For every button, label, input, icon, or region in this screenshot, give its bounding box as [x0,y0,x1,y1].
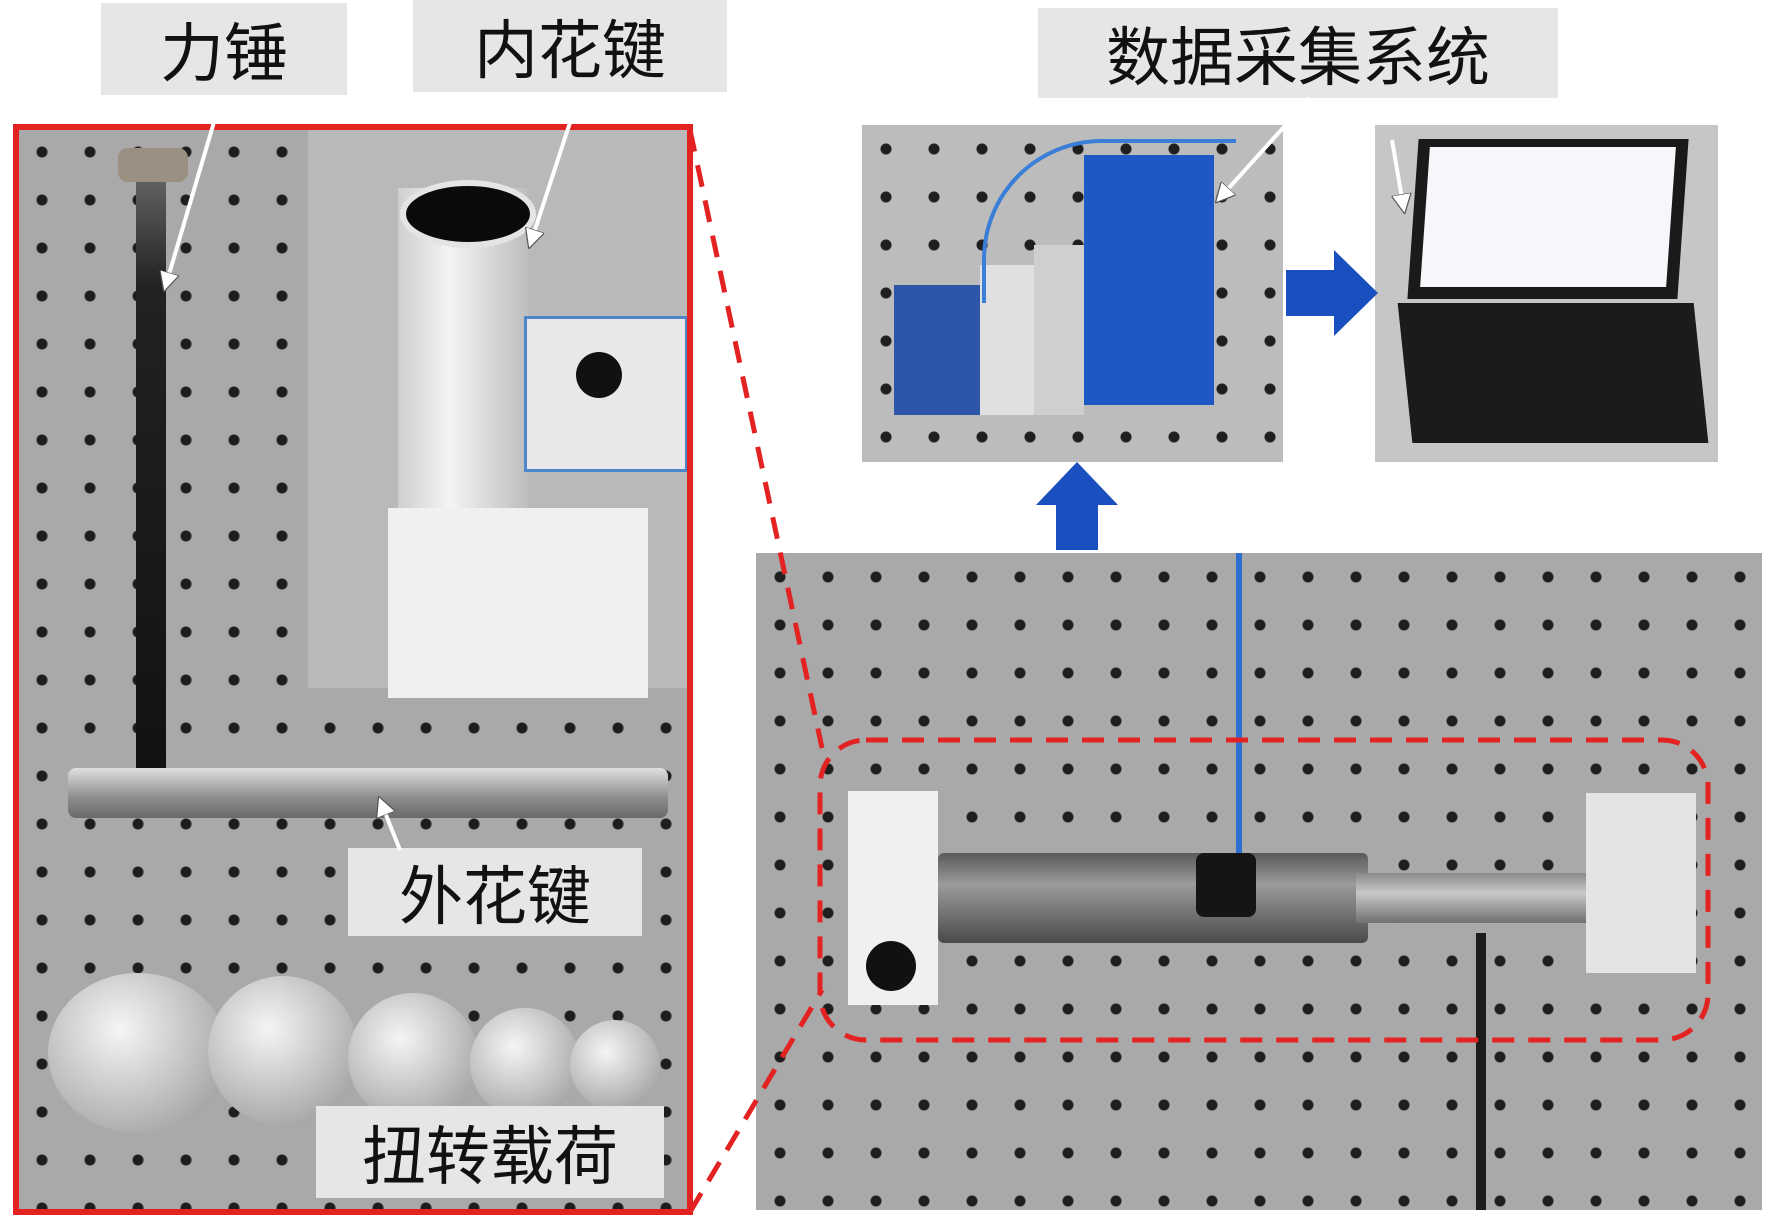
torsion-weight-1 [48,973,228,1133]
outer-spline-label: 外花键 [348,848,642,936]
force-hammer [136,158,166,798]
setup-photo [756,553,1762,1210]
fixture-base [388,508,648,698]
torsion-weight-4 [470,1008,580,1118]
spline-shaft [938,853,1368,943]
daq-photo [862,125,1283,462]
daq-cable [982,139,1236,303]
accelerometer-cable [1236,553,1242,853]
torsion-load-label: 扭转载荷 [316,1106,664,1198]
hammer-cable [1476,933,1486,1210]
inner-spline-opening [400,180,536,248]
daq-system-label: 数据采集系统 [1038,8,1558,98]
torsion-weight-5 [570,1020,660,1110]
sensor-knob [576,352,622,398]
accelerometer [1196,853,1256,917]
torsion-weight-3 [348,993,478,1123]
hammer-label: 力锤 [101,3,347,95]
laptop-display [1420,147,1676,287]
arrow-up-icon [1036,462,1118,550]
outer-spline-shaft [68,768,668,818]
support-knob [866,941,916,991]
inner-spline-label: 内花键 [413,0,727,92]
components-photo [18,128,688,1210]
right-support-block [1586,793,1696,973]
force-hammer-head [118,148,188,182]
laptop-keyboard [1397,303,1709,443]
torsion-weight-2 [208,976,358,1126]
laptop-photo [1375,125,1718,462]
shaft-extension [1356,873,1586,923]
arrow-right-icon [1286,250,1378,336]
daq-module-1 [894,285,984,415]
